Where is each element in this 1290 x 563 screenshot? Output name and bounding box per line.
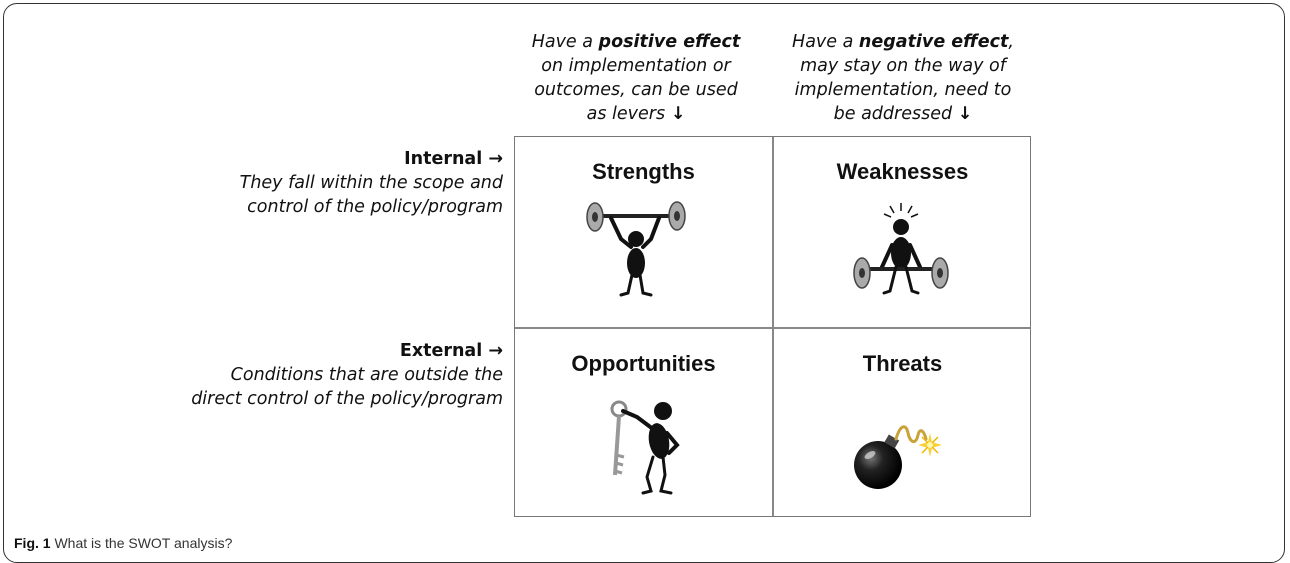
column-header-positive: Have a positive effect on implementation… [522,30,750,126]
row-header-external: External → Conditions that are outside t… [183,339,503,411]
figure-caption-label: Fig. 1 [14,535,51,551]
quadrant-weaknesses: Weaknesses [774,137,1031,327]
quadrant-opportunities: Opportunities [515,329,772,519]
row-header-external-description: Conditions that are outside the direct c… [191,365,503,409]
person-with-key-icon [610,400,680,495]
quadrant-weaknesses-label: Weaknesses [836,159,969,184]
column-header-positive-post: on implementation or outcomes, can be us… [534,56,738,124]
row-header-internal-title: Internal → [404,149,503,169]
column-header-positive-bold: positive effect [598,32,741,52]
down-arrow-icon: ↓ [957,104,973,124]
quadrant-strengths-label: Strengths [592,159,695,184]
column-header-negative-pre: Have a [792,32,859,52]
column-header-positive-pre: Have a [531,32,599,52]
figure-caption-text: What is the SWOT analysis? [50,535,233,551]
quadrant-strengths: Strengths [515,137,772,327]
grid-divider-horizontal [515,327,1030,329]
quadrant-threats-label: Threats [862,351,943,376]
swot-grid: Strengths Weaknesses [514,136,1031,517]
figure-caption: Fig. 1 What is the SWOT analysis? [14,535,232,551]
struggling-lifter-icon [853,203,949,295]
quadrant-opportunities-label: Opportunities [571,351,716,376]
weightlifter-icon [586,201,686,297]
column-header-negative-bold: negative effect [858,32,1009,52]
quadrant-threats: Threats [774,329,1031,519]
column-header-negative: Have a negative effect, may stay on the … [789,30,1017,126]
grid-divider-vertical [772,137,774,516]
row-header-external-title: External → [399,341,503,361]
column-header-negative-post: , may stay on the way of implementation,… [794,32,1014,124]
row-header-internal-description: They fall within the scope and control o… [239,173,503,217]
bomb-icon [854,425,942,489]
down-arrow-icon: ↓ [670,104,686,124]
row-header-internal: Internal → They fall within the scope an… [183,147,503,219]
